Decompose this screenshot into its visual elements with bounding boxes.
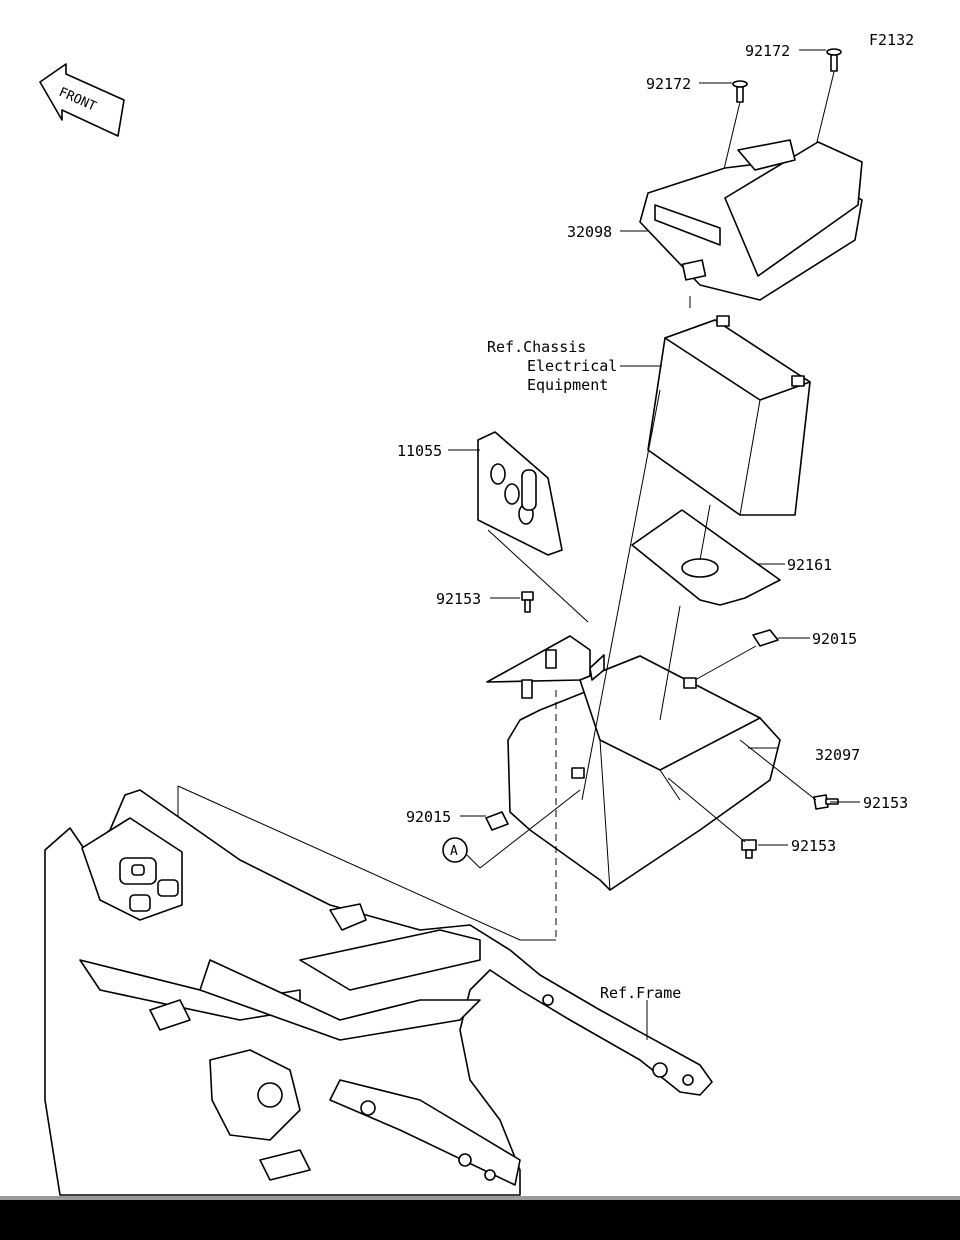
callout-92015-left: 92015 xyxy=(406,808,451,826)
callout-92015-right: 92015 xyxy=(812,630,857,648)
callout-92172-left: 92172 xyxy=(646,75,691,93)
callout-32097: 32097 xyxy=(815,746,860,764)
callout-ref-chassis-3: Equipment xyxy=(527,376,608,394)
battery xyxy=(647,315,811,516)
marker-a: A xyxy=(442,837,468,863)
scan-bottom-band xyxy=(0,1200,960,1240)
callout-ref-frame: Ref.Frame xyxy=(600,984,681,1002)
screw-92172-top xyxy=(826,48,842,72)
pad-92161 xyxy=(631,509,781,606)
scan-edge-noise xyxy=(0,1196,960,1200)
figure-code: F2132 xyxy=(869,31,914,49)
callout-92161: 92161 xyxy=(787,556,832,574)
callout-92172-top: 92172 xyxy=(745,42,790,60)
callout-ref-chassis-1: Ref.Chassis xyxy=(487,338,586,356)
clip-92015-left xyxy=(485,811,509,831)
frame xyxy=(44,789,713,1196)
callout-92153-upper: 92153 xyxy=(436,590,481,608)
clip-92015-right xyxy=(752,629,779,647)
screw-92172-left xyxy=(732,80,748,103)
bracket-11055 xyxy=(477,431,563,556)
front-arrow: FRONT xyxy=(39,63,125,137)
callout-92153-right: 92153 xyxy=(863,794,908,812)
bolt-92153-upper xyxy=(521,591,534,613)
marker-a-label: A xyxy=(450,844,458,859)
callout-32098: 32098 xyxy=(567,223,612,241)
callout-11055: 11055 xyxy=(397,442,442,460)
bolt-92153-bottom xyxy=(741,839,757,859)
callout-ref-chassis-2: Electrical xyxy=(527,357,617,375)
callout-92153-bottom: 92153 xyxy=(791,837,836,855)
battery-case-32097 xyxy=(486,635,781,891)
battery-cover-32098 xyxy=(639,139,863,301)
